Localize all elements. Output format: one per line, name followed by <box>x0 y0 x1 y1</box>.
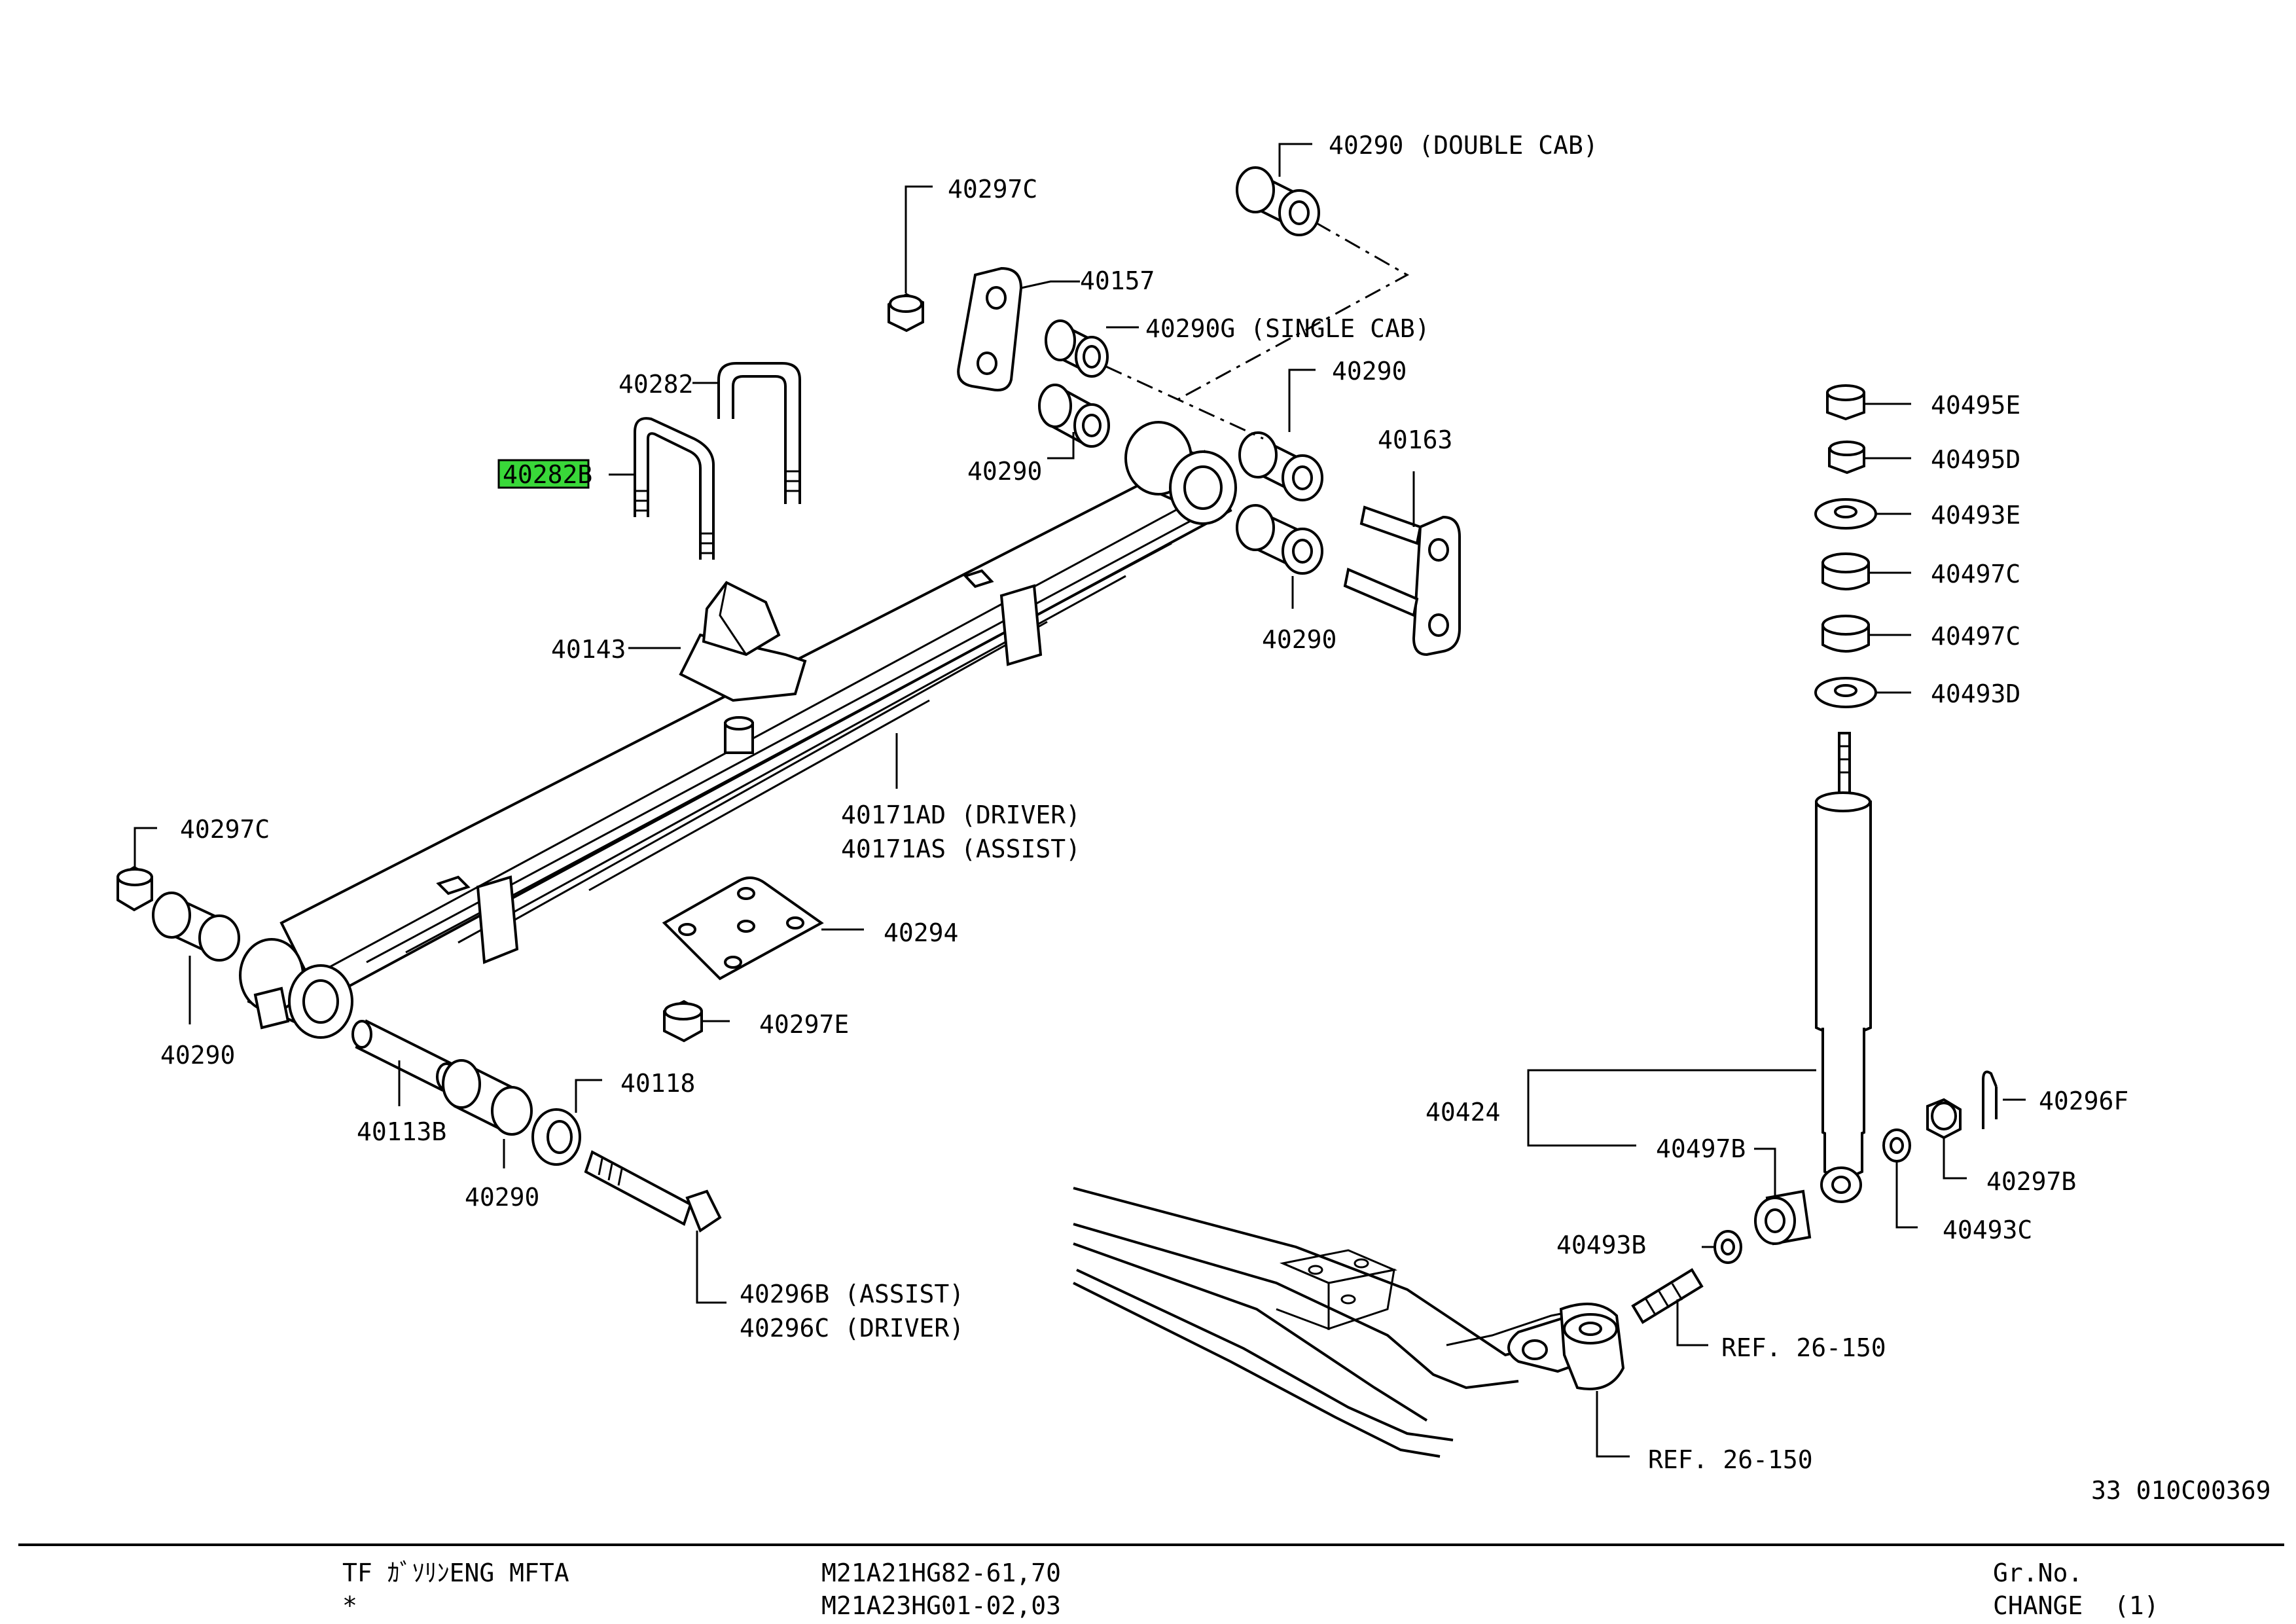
label-40297e[interactable]: 40297E <box>759 1010 849 1039</box>
label-40493e[interactable]: 40493E <box>1931 501 2020 530</box>
label-40297b[interactable]: 40297B <box>1986 1167 2076 1196</box>
footer-change-value: (1) <box>2114 1591 2159 1620</box>
washer-40118[interactable] <box>531 1108 581 1166</box>
label-40113b[interactable]: 40113B <box>357 1117 446 1146</box>
bracket-40157[interactable] <box>957 266 1023 391</box>
nut-40297c-top[interactable] <box>888 293 924 333</box>
label-ref-26-150-b[interactable]: REF. 26-150 <box>1648 1445 1813 1474</box>
label-40163[interactable]: 40163 <box>1378 425 1452 454</box>
bushing-40290g[interactable] <box>1045 319 1109 378</box>
label-40282b[interactable]: 40282B <box>503 460 592 489</box>
label-40297c-left[interactable]: 40297C <box>180 815 270 844</box>
split-pin-40296f[interactable] <box>1982 1070 1998 1129</box>
leaf-spring[interactable] <box>239 421 1237 1039</box>
shackle-40163[interactable] <box>1343 505 1461 657</box>
footer-change: CHANGE <box>1993 1591 2083 1620</box>
bolt-40296b[interactable] <box>584 1150 722 1233</box>
highlight-40282b <box>497 459 590 489</box>
label-40157[interactable]: 40157 <box>1080 266 1155 295</box>
label-40290g-single-cab[interactable]: 40290G (SINGLE CAB) <box>1145 314 1430 343</box>
bushing-40497b[interactable] <box>1754 1189 1812 1246</box>
leader-lines <box>134 143 2026 1458</box>
footer-codes-line1: M21A21HG82-61,70 <box>821 1559 1061 1587</box>
washer-40493c[interactable] <box>1882 1128 1911 1163</box>
label-40296f[interactable]: 40296F <box>2039 1087 2128 1115</box>
pin-40113b[interactable] <box>351 1019 457 1092</box>
label-40290-a[interactable]: 40290 <box>1332 357 1407 386</box>
shock-absorber-40424[interactable] <box>1815 732 1872 1203</box>
bump-stopper-40143[interactable] <box>679 581 807 702</box>
label-40495d[interactable]: 40495D <box>1931 445 2020 474</box>
bushing-40290-c[interactable] <box>1236 504 1323 575</box>
label-40290-c[interactable]: 40290 <box>1262 625 1336 654</box>
label-40497c-b[interactable]: 40497C <box>1931 622 2020 651</box>
label-40282[interactable]: 40282 <box>619 370 693 399</box>
label-40497b[interactable]: 40497B <box>1656 1134 1746 1163</box>
axle-housing <box>1073 1187 1625 1458</box>
diagram-id: 33 010C00369 <box>2091 1476 2271 1505</box>
label-40297c-top[interactable]: 40297C <box>948 175 1037 204</box>
nut-40297b[interactable] <box>1926 1098 1962 1140</box>
bushing-40290-e[interactable] <box>442 1059 533 1136</box>
label-40290-double-cab[interactable]: 40290 (DOUBLE CAB) <box>1329 131 1598 160</box>
label-40493c[interactable]: 40493C <box>1943 1216 2032 1244</box>
footer-grno: Gr.No. <box>1993 1559 2083 1587</box>
label-40424[interactable]: 40424 <box>1426 1098 1500 1127</box>
bushing-40290-b[interactable] <box>1238 431 1323 501</box>
bushing-40290-a[interactable] <box>1038 384 1110 448</box>
stud-ref-26-150[interactable] <box>1631 1268 1704 1324</box>
label-40493b[interactable]: 40493B <box>1556 1231 1646 1259</box>
label-ref-26-150-a[interactable]: REF. 26-150 <box>1721 1333 1886 1362</box>
label-40290-d[interactable]: 40290 <box>160 1041 235 1070</box>
label-40497c-a[interactable]: 40497C <box>1931 560 2020 588</box>
nut-40297e[interactable] <box>663 1000 703 1043</box>
footer-model-line2: * <box>342 1591 357 1620</box>
label-40290-e[interactable]: 40290 <box>465 1183 539 1212</box>
label-40296c[interactable]: 40296C (DRIVER) <box>740 1314 964 1343</box>
footer-codes-line2: M21A23HG01-02,03 <box>821 1591 1061 1620</box>
label-40290-b[interactable]: 40290 <box>967 457 1042 486</box>
label-40143[interactable]: 40143 <box>551 635 626 664</box>
u-bolt-40282b[interactable] <box>634 417 715 560</box>
bushing-40497c-b[interactable] <box>1821 615 1870 653</box>
label-40495e[interactable]: 40495E <box>1931 391 2020 420</box>
plate-40294[interactable] <box>662 876 824 981</box>
bushing-40290-double-cab[interactable] <box>1236 166 1320 236</box>
label-40171as[interactable]: 40171AS (ASSIST) <box>841 835 1081 863</box>
nut-40495e[interactable] <box>1826 384 1865 421</box>
washer-40493e[interactable] <box>1814 498 1877 530</box>
label-40294[interactable]: 40294 <box>884 918 958 947</box>
footer-model-line1: TF ｶﾞｿﾘﾝENG MFTA <box>342 1559 569 1587</box>
label-40493d[interactable]: 40493D <box>1931 679 2020 708</box>
label-40171ad[interactable]: 40171AD (DRIVER) <box>841 801 1081 829</box>
bushing-40290-d[interactable] <box>152 892 240 962</box>
nut-40297c-left[interactable] <box>117 865 153 912</box>
bushing-40497c-a[interactable] <box>1821 552 1870 590</box>
label-40296b[interactable]: 40296B (ASSIST) <box>740 1280 964 1308</box>
washer-40493b[interactable] <box>1713 1230 1742 1264</box>
nut-40495d[interactable] <box>1828 440 1865 475</box>
washer-40493d[interactable] <box>1814 677 1877 708</box>
label-40118[interactable]: 40118 <box>620 1069 695 1098</box>
u-bolt-40282[interactable] <box>717 362 801 504</box>
